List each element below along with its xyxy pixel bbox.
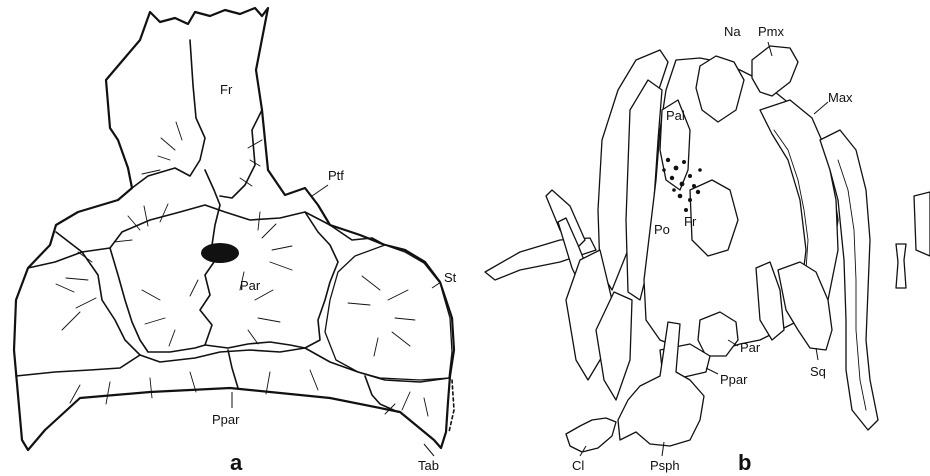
leader-ptf	[312, 185, 328, 196]
pineal-foramen	[201, 243, 239, 263]
label-st: St	[444, 270, 457, 285]
leader-ppar-b	[706, 368, 718, 374]
panel-b-disarticulated-skull: Na Pmx Max Pal Po Fr Par Ppar Sq Cl Psph…	[485, 24, 930, 475]
label-ppar-a: Ppar	[212, 412, 240, 427]
label-ppar-b: Ppar	[720, 372, 748, 387]
label-tab: Tab	[418, 458, 439, 473]
label-max: Max	[828, 90, 853, 105]
label-pmx: Pmx	[758, 24, 785, 39]
fragment-right-2	[896, 244, 906, 288]
premaxilla-bone	[752, 46, 798, 96]
skull-roof-outline	[14, 8, 454, 450]
label-psph: Psph	[650, 458, 680, 473]
leader-max	[814, 102, 828, 114]
label-ptf: Ptf	[328, 168, 344, 183]
panel-label-a: a	[230, 450, 243, 475]
leader-sq	[816, 348, 818, 360]
label-cl: Cl	[572, 458, 584, 473]
label-sq: Sq	[810, 364, 826, 379]
label-pal: Pal	[666, 108, 685, 123]
label-par-b: Par	[740, 340, 761, 355]
panel-label-b: b	[738, 450, 751, 475]
label-po: Po	[654, 222, 670, 237]
leader-tab	[424, 444, 434, 456]
label-par-a: Par	[240, 278, 261, 293]
label-na: Na	[724, 24, 741, 39]
label-fr-a: Fr	[220, 82, 233, 97]
panel-a-skull-roof: Fr Ptf Par St Ppar Tab a	[14, 8, 457, 475]
label-fr-b: Fr	[684, 214, 697, 229]
clavicle-bone	[566, 418, 616, 452]
fragment-right-1	[914, 192, 930, 256]
